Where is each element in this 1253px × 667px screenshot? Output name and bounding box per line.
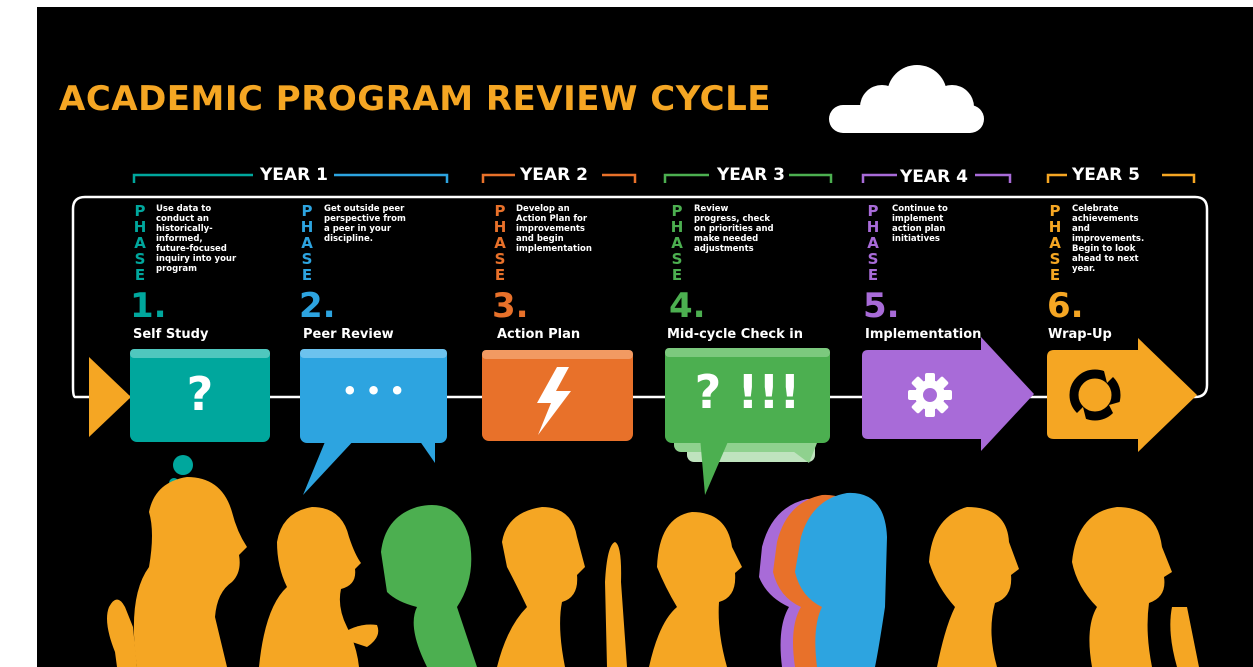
phase-1-description: Use data to conduct an historically-info…: [156, 204, 237, 274]
year-2-label: YEAR 2: [520, 165, 588, 185]
start-arrow: [89, 357, 131, 437]
phase-3-description: Develop an Action Plan for improvements …: [516, 204, 592, 254]
phase-2-number: 2.: [299, 286, 336, 326]
year-3-label: YEAR 3: [717, 165, 785, 185]
phase-4-word: PHASE: [668, 202, 686, 282]
phase-5-description: Continue to implement action plan initia…: [892, 204, 948, 244]
question-exclamation-icon: ? !!!: [694, 365, 801, 419]
year-1-label: YEAR 1: [260, 165, 328, 185]
phase-3-number: 3.: [492, 286, 529, 326]
phase-3-word: PHASE: [491, 202, 509, 282]
person-silhouette-4: [497, 507, 627, 667]
phase-3-box: [482, 350, 633, 441]
page-title: ACADEMIC PROGRAM REVIEW CYCLE: [59, 79, 772, 119]
phase-4-description: Review progress, check on priorities and…: [694, 204, 774, 254]
phase-6-word: PHASE: [1046, 202, 1064, 282]
year-brackets: [132, 173, 1196, 183]
person-silhouette-5: [649, 512, 742, 667]
person-silhouette-8: [795, 492, 887, 667]
cloud-icon: [829, 65, 984, 133]
phase-4-number: 4.: [669, 286, 706, 326]
person-silhouette-9: [929, 507, 1019, 667]
phase-2-name: Peer Review: [303, 327, 394, 342]
phase-4-box: [665, 348, 830, 495]
gear-icon: [908, 373, 952, 417]
phase-5-box: [862, 337, 1034, 451]
phase-5-word: PHASE: [864, 202, 882, 282]
lightning-icon: [537, 367, 571, 435]
phase-5-number: 5.: [863, 286, 900, 326]
ellipsis-icon: • • •: [342, 377, 405, 405]
phase-1-word: PHASE: [131, 202, 149, 282]
question-mark-icon: ?: [186, 367, 214, 421]
phase-1-number: 1.: [130, 286, 167, 326]
phase-2-word: PHASE: [298, 202, 316, 282]
cycle-arrows-icon: [1069, 367, 1123, 423]
phase-4-name: Mid-cycle Check in: [667, 327, 803, 342]
person-silhouette-3: [381, 505, 477, 667]
year-5-label: YEAR 5: [1072, 165, 1140, 185]
infographic: ACADEMIC PROGRAM REVIEW CYCLE YEAR 1 YEA…: [37, 7, 1253, 667]
person-silhouette-10: [1072, 507, 1199, 667]
phase-6-box: [1047, 338, 1197, 452]
phase-6-name: Wrap-Up: [1048, 327, 1112, 342]
person-silhouette-1: [107, 477, 247, 667]
phase-6-description: Celebrate achievements and improvements.…: [1072, 204, 1145, 274]
phase-2-box: [300, 349, 447, 495]
cycle-loop-line: [71, 195, 1209, 399]
diagram-artwork: [71, 65, 1209, 667]
phase-6-number: 6.: [1047, 286, 1084, 326]
phase-2-description: Get outside peer perspective from a peer…: [324, 204, 406, 244]
year-4-label: YEAR 4: [900, 167, 968, 187]
phase-3-name: Action Plan: [497, 327, 581, 342]
phase-1-name: Self Study: [133, 327, 209, 342]
phase-5-name: Implementation: [865, 327, 982, 342]
person-silhouette-2: [259, 507, 379, 667]
